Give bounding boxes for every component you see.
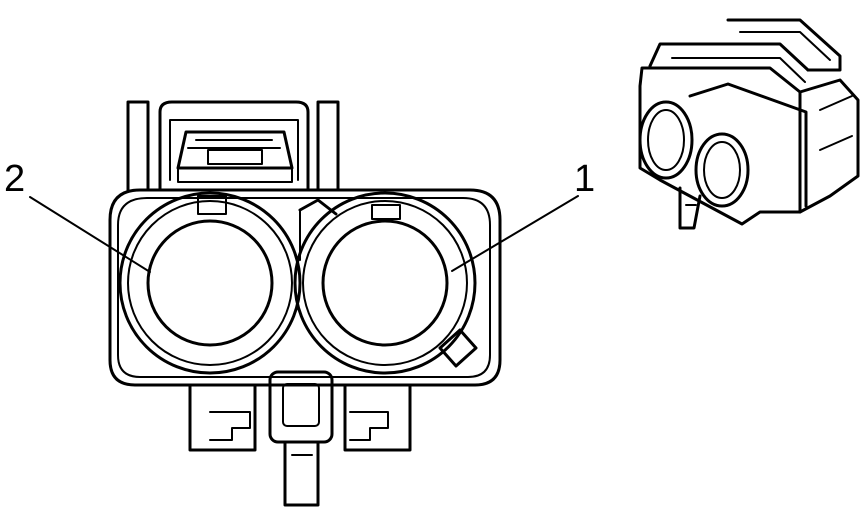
leader-line-1 (451, 195, 579, 272)
callout-label-2: 2 (4, 158, 26, 200)
connector-face-view (108, 100, 502, 507)
callout-label-1: 1 (574, 158, 596, 200)
connector-iso-view (638, 18, 860, 230)
leader-line-2 (29, 196, 151, 273)
